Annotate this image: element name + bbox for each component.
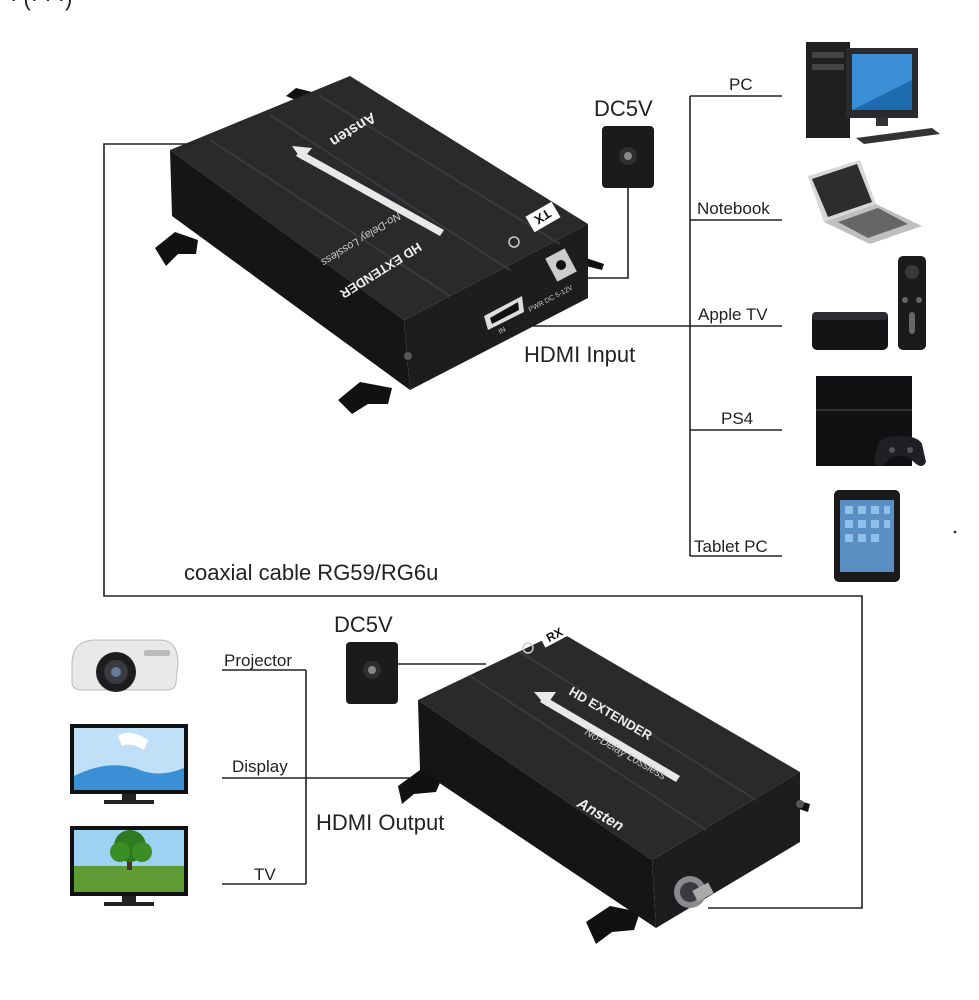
source-label-tablet-pc: Tablet PC bbox=[694, 537, 768, 556]
projector-icon bbox=[71, 639, 179, 692]
tx-body-front-left bbox=[170, 150, 410, 390]
tx-power-label: DC5V bbox=[594, 96, 653, 121]
coaxial-cable-line bbox=[103, 143, 863, 909]
display-monitor-icon bbox=[70, 724, 188, 804]
tx-body-front-right bbox=[404, 224, 588, 390]
tx-input-caption: HDMI Input bbox=[524, 342, 635, 367]
pc-icon bbox=[806, 42, 940, 144]
display-label-projector: Projector bbox=[224, 651, 292, 670]
tx-power-adapter bbox=[602, 126, 654, 188]
display-label-display: Display bbox=[232, 757, 288, 776]
rx-body-top bbox=[418, 632, 800, 860]
rx-body-front-left bbox=[418, 700, 656, 928]
notebook-icon bbox=[808, 160, 922, 244]
header-fragment: · (· · ·) bbox=[10, 0, 72, 11]
tx-port-in-label: IN bbox=[498, 326, 507, 335]
tx-mount-ear-left bbox=[155, 232, 198, 266]
rx-power-label: DC5V bbox=[334, 612, 393, 637]
ps4-icon bbox=[816, 376, 926, 466]
rx-power-adapter bbox=[346, 642, 398, 704]
rx-direction-arrow bbox=[540, 696, 680, 782]
tx-mount-ear-right bbox=[586, 258, 604, 270]
tv-icon bbox=[70, 826, 188, 906]
apple-tv-icon bbox=[812, 256, 926, 350]
rx-mode-tag: RX bbox=[544, 625, 565, 645]
rx-mount-ear-bottom bbox=[586, 906, 640, 944]
source-label-apple-tv: Apple TV bbox=[698, 305, 768, 324]
receiver-device: HD EXTENDER No-Delay Lossless Ansten RX bbox=[398, 620, 810, 944]
tx-mount-ear-top bbox=[286, 88, 312, 102]
source-label-ps4: PS4 bbox=[721, 409, 753, 428]
tx-mount-ear-bottom bbox=[338, 382, 392, 414]
tx-direction-arrow bbox=[296, 150, 444, 236]
tx-power-line bbox=[588, 188, 629, 279]
cable-label: coaxial cable RG59/RG6u bbox=[184, 560, 438, 585]
source-label-pc: PC bbox=[729, 75, 753, 94]
rx-output-caption: HDMI Output bbox=[316, 810, 444, 835]
source-label-notebook: Notebook bbox=[697, 199, 770, 218]
transmitter-device: Ansten HD EXTENDER No-Delay Lossless TX … bbox=[155, 76, 604, 414]
display-label-tv: TV bbox=[254, 865, 276, 884]
tablet-pc-icon bbox=[834, 490, 900, 582]
stray-dot bbox=[953, 530, 957, 534]
